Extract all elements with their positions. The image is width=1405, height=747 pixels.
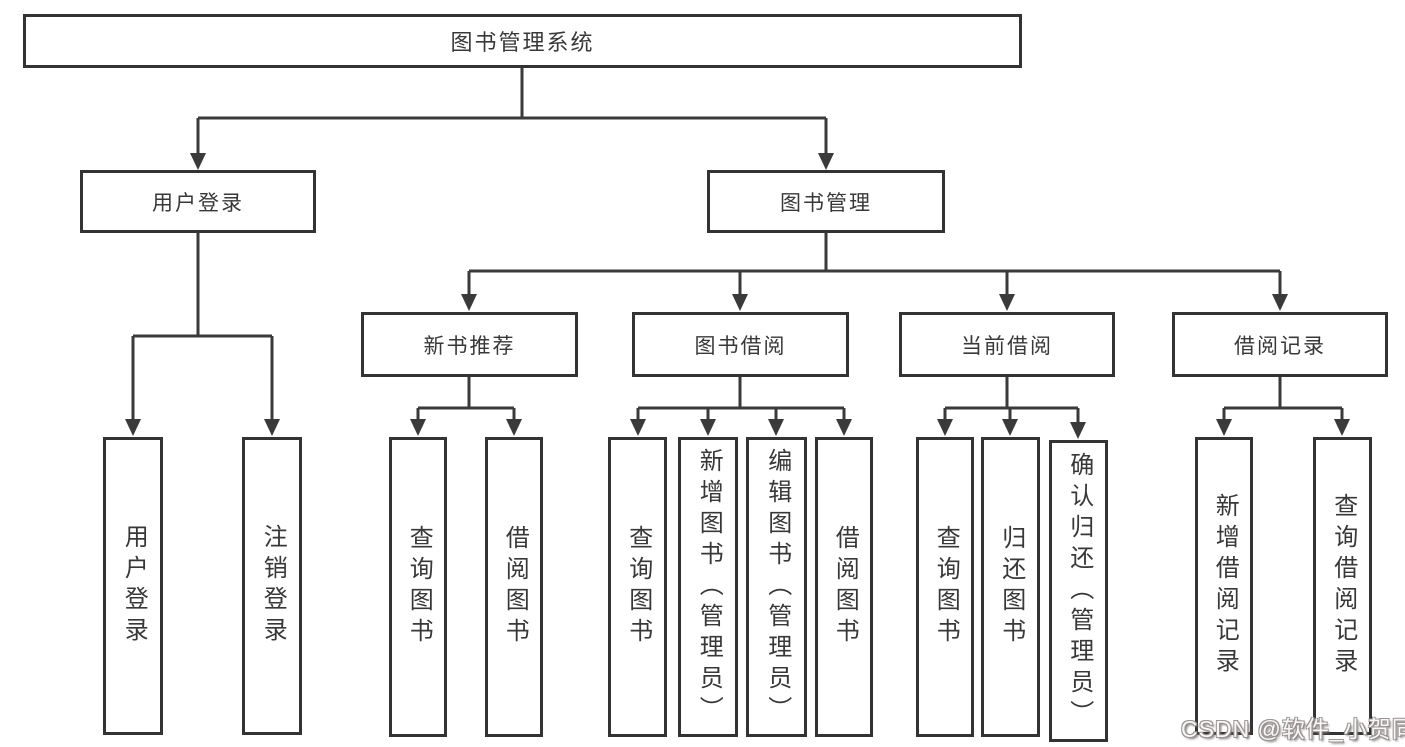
node-book-borrow: 图书借阅	[632, 312, 849, 377]
node-new-book-recommend: 新书推荐	[361, 312, 578, 377]
leaf-query-borrow-record-label: 查询借阅记录	[1329, 493, 1357, 679]
node-root-library-management-system: 图书管理系统	[23, 14, 1022, 68]
connector-user-login-split	[125, 233, 280, 436]
leaf-add-borrow-record-label: 新增借阅记录	[1211, 493, 1239, 679]
leaf-borrow-books-recommend: 借阅图书	[485, 437, 543, 737]
node-book-management: 图书管理	[707, 170, 945, 233]
leaf-query-books-borrow-label: 查询图书	[624, 525, 652, 649]
leaf-return-books: 归还图书	[981, 437, 1040, 737]
leaf-return-books-label: 归还图书	[997, 525, 1025, 649]
leaf-logout-label: 注销登录	[259, 524, 287, 648]
connector-borrow-record-split	[1216, 377, 1350, 436]
leaf-confirm-return-admin-label: 确认归还（管理员）	[1065, 451, 1093, 731]
node-current-borrow: 当前借阅	[899, 312, 1115, 377]
leaf-borrow-books-recommend-label: 借阅图书	[501, 525, 529, 649]
leaf-edit-books-admin: 编辑图书（管理员）	[746, 437, 807, 737]
leaf-user-login: 用户登录	[103, 437, 163, 735]
leaf-add-borrow-record: 新增借阅记录	[1195, 437, 1253, 735]
leaf-borrow-books-label: 借阅图书	[831, 525, 859, 649]
leaf-query-borrow-record: 查询借阅记录	[1313, 437, 1372, 735]
leaf-borrow-books: 借阅图书	[815, 437, 873, 737]
connector-book-borrow-split	[630, 377, 852, 436]
leaf-add-books-admin-label: 新增图书（管理员）	[695, 447, 723, 727]
leaf-add-books-admin: 新增图书（管理员）	[678, 437, 738, 737]
leaf-query-books-recommend-label: 查询图书	[405, 525, 433, 649]
leaf-edit-books-admin-label: 编辑图书（管理员）	[763, 447, 791, 727]
connector-new-book-split	[410, 377, 522, 436]
leaf-user-login-label: 用户登录	[120, 524, 148, 648]
leaf-query-books-recommend: 查询图书	[389, 437, 447, 737]
node-user-login: 用户登录	[80, 170, 316, 233]
leaf-logout: 注销登录	[242, 437, 302, 735]
connector-book-management-split	[461, 233, 1288, 311]
node-borrow-record: 借阅记录	[1172, 312, 1388, 377]
csdn-watermark: CSDN @软件_小贺同学	[1181, 716, 1405, 742]
leaf-query-books-borrow: 查询图书	[608, 437, 667, 737]
leaf-confirm-return-admin: 确认归还（管理员）	[1049, 440, 1108, 742]
leaf-query-books-current: 查询图书	[916, 437, 974, 737]
leaf-query-books-current-label: 查询图书	[932, 525, 960, 649]
connector-current-borrow-split	[937, 377, 1086, 439]
connector-root-split	[190, 68, 834, 170]
